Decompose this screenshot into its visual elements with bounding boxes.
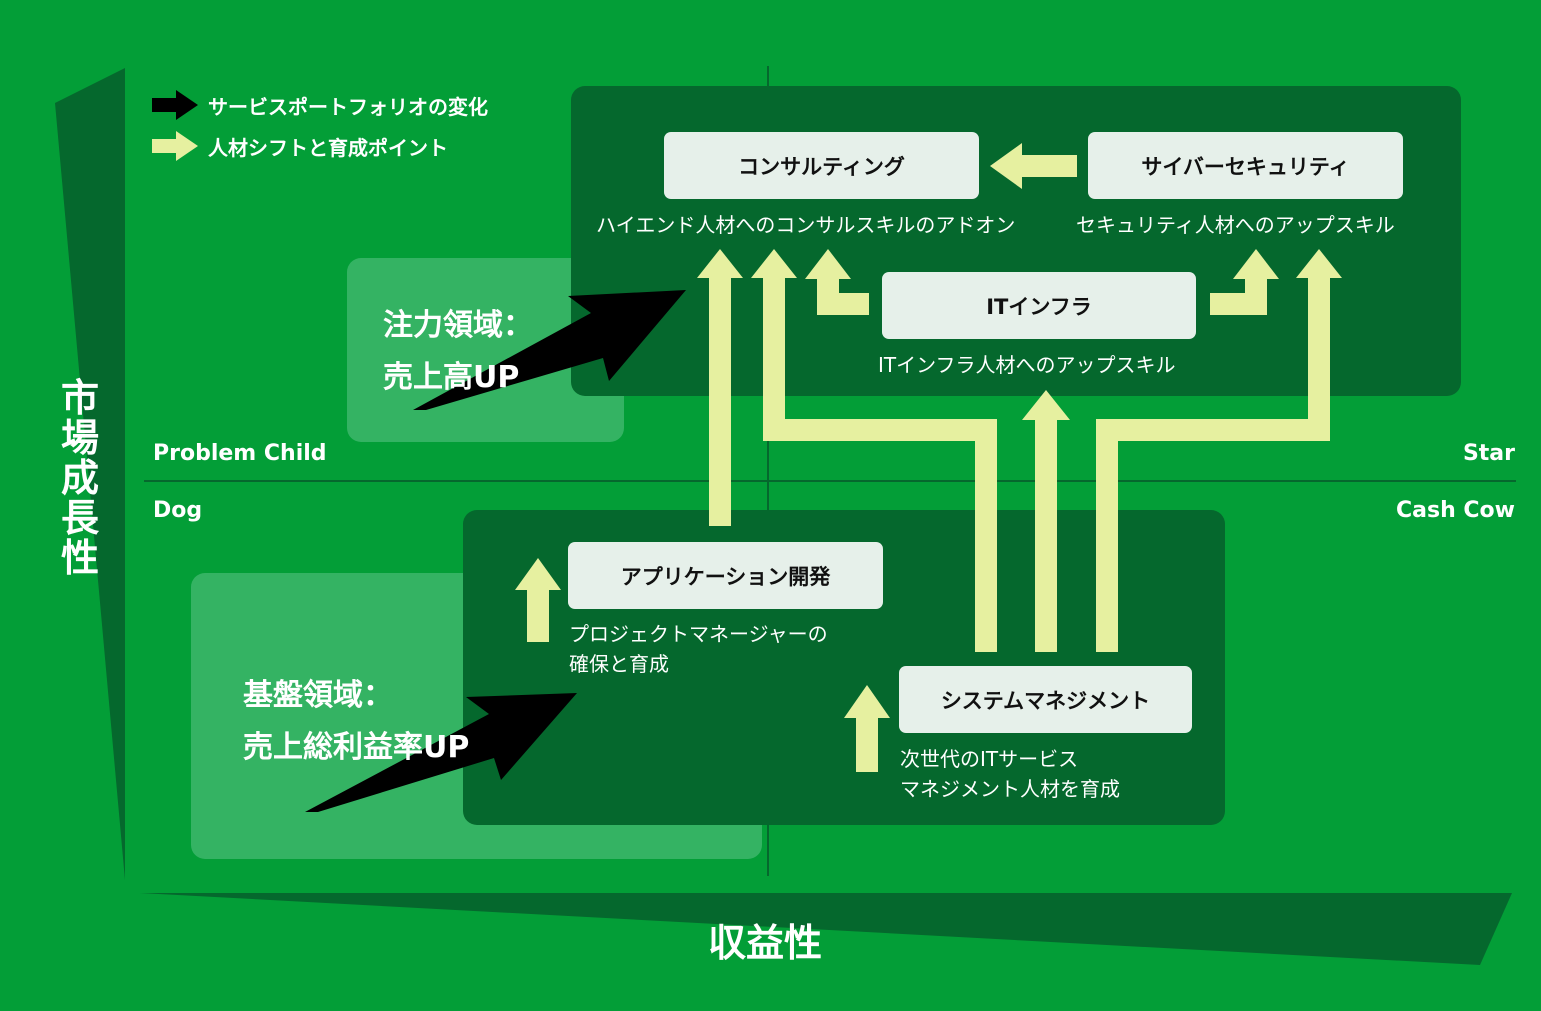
consulting-box: コンサルティング: [664, 132, 979, 199]
focus-area-panel: [347, 258, 624, 442]
focus-area-line1: 注力領域：: [383, 308, 533, 343]
appdev-note: プロジェクトマネージャーの 確保と育成: [569, 619, 828, 679]
infra-note: ITインフラ人材へのアップスキル: [878, 353, 1176, 377]
quadrant-label-dog: Dog: [153, 498, 203, 523]
security-box: サイバーセキュリティ: [1088, 132, 1403, 199]
focus-area-line2: 売上高UP: [383, 360, 520, 395]
legend-item-shift: 人材シフトと育成ポイント: [152, 131, 448, 161]
security-note: セキュリティ人材へのアップスキル: [1076, 213, 1395, 237]
quadrant-label-problem-child: Problem Child: [153, 441, 327, 466]
legend-label-shift: 人材シフトと育成ポイント: [208, 135, 448, 160]
shift-arrow-security-to-consulting: [990, 143, 1077, 189]
infra-box: ITインフラ: [882, 272, 1196, 339]
x-axis-wedge: [140, 893, 1512, 965]
shift-arrow-sysmgmt-to-infra: [1022, 390, 1070, 652]
portfolio-arrow-base: [305, 693, 577, 812]
portfolio-arrow-focus: [413, 290, 686, 410]
light-arrow-icon: [152, 131, 198, 161]
appdev-box: アプリケーション開発: [568, 542, 883, 609]
sysmgmt-note: 次世代のITサービス マネジメント人材を育成: [900, 744, 1120, 804]
quadrant-label-star: Star: [1462, 441, 1515, 466]
legend-item-portfolio: サービスポートフォリオの変化: [152, 90, 488, 120]
quadrant-label-cash-cow: Cash Cow: [1396, 498, 1515, 523]
focus-area-label: 注力領域： 売上高UP: [383, 300, 533, 404]
y-axis-wedge: [55, 68, 125, 880]
sysmgmt-note-line2: マネジメント人材を育成: [900, 777, 1120, 801]
shift-arrow-sysmgmt-to-security: [1096, 249, 1342, 652]
base-area-line2: 売上総利益率UP: [243, 730, 470, 765]
sysmgmt-note-line1: 次世代のITサービス: [900, 747, 1079, 771]
appdev-note-line1: プロジェクトマネージャーの: [569, 622, 828, 646]
shift-arrow-infra-to-consulting: [805, 249, 869, 315]
consulting-note: ハイエンド人材へのコンサルスキルのアドオン: [596, 213, 1016, 237]
legend-label-portfolio: サービスポートフォリオの変化: [208, 94, 488, 119]
shift-arrow-sysmgmt-to-consulting: [751, 249, 997, 652]
shift-arrow-infra-to-security: [1210, 249, 1279, 315]
y-axis-label: 市場成長性: [60, 376, 99, 580]
shift-arrow-appdev-small: [515, 558, 561, 642]
black-arrow-icon: [152, 90, 198, 120]
base-area-label: 基盤領域： 売上総利益率UP: [243, 670, 469, 774]
shift-arrow-sysmgmt-small: [844, 685, 890, 772]
x-axis-label: 収益性: [708, 921, 823, 965]
shift-arrow-appdev-to-consulting: [697, 249, 743, 526]
appdev-note-line2: 確保と育成: [569, 652, 669, 676]
sysmgmt-box: システムマネジメント: [899, 666, 1192, 733]
base-area-line1: 基盤領域：: [243, 678, 393, 713]
